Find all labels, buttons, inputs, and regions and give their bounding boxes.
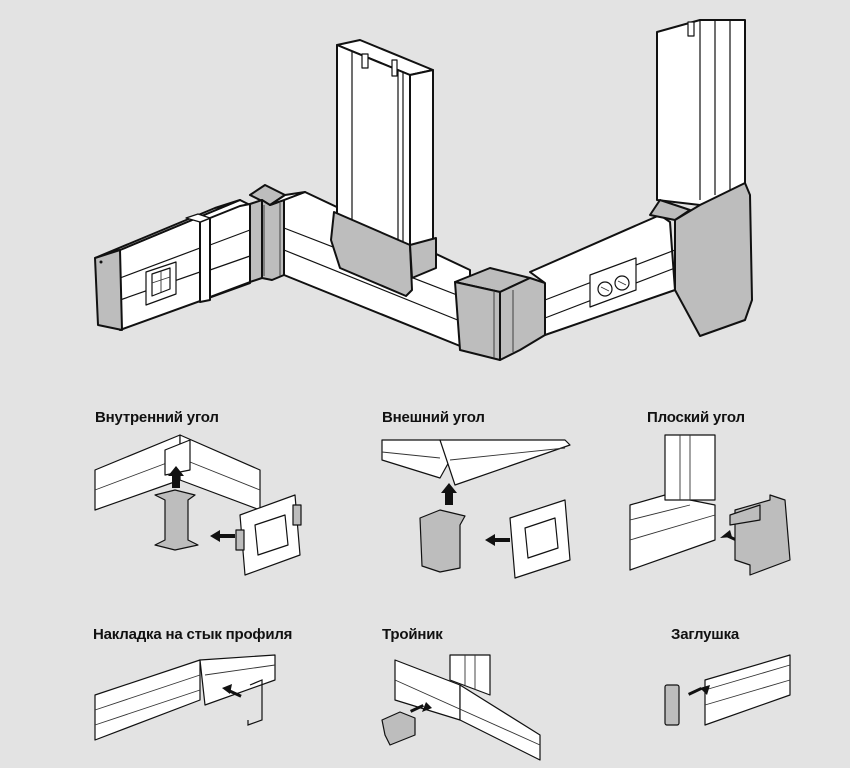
tee-diagram	[381, 654, 541, 761]
label-outer-corner: Внешний угол	[382, 409, 485, 426]
label-inner-corner: Внутренний угол	[95, 409, 219, 426]
label-joint-cover: Накладка на стык профиля	[93, 626, 293, 643]
label-tee: Тройник	[382, 626, 443, 643]
inner-corner-diagram	[94, 434, 302, 576]
outer-corner-main	[454, 267, 546, 361]
outer-corner-diagram	[381, 439, 571, 579]
joint-cover-diagram	[94, 654, 276, 741]
tee-main	[330, 211, 437, 297]
flat-corner-diagram	[629, 434, 791, 576]
joint-cover-main	[185, 213, 211, 303]
end-cap-diagram	[664, 654, 791, 726]
label-end-cap: Заглушка	[671, 626, 740, 643]
end-cap-main	[94, 249, 123, 331]
vertical-channel-right	[656, 19, 746, 206]
vertical-channel-left	[336, 39, 434, 251]
middle-channel-left	[209, 203, 251, 298]
power-socket-main	[589, 257, 637, 308]
flat-corner-main	[649, 182, 753, 337]
data-socket-main	[145, 261, 177, 306]
label-flat-corner: Плоский угол	[647, 409, 745, 426]
